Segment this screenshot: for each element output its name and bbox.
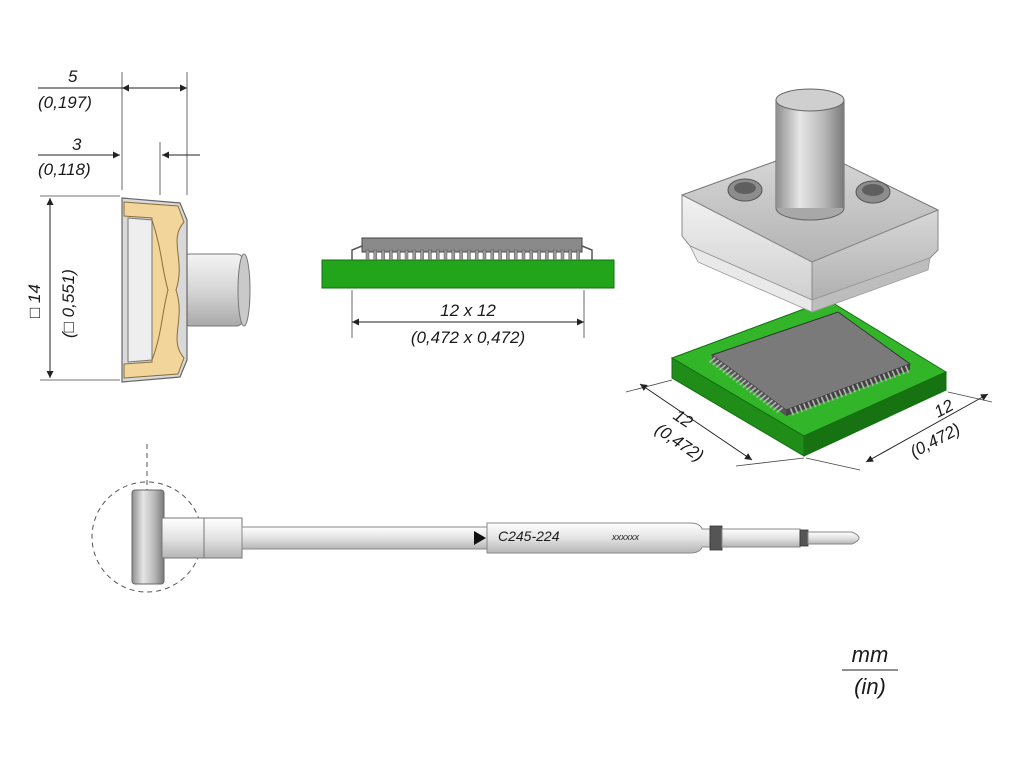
tip-serial: xxxxxx — [611, 532, 640, 542]
units-legend: mm (in) — [842, 642, 898, 699]
component-side-view — [321, 237, 615, 338]
isometric-view — [625, 88, 993, 471]
side-section-view — [38, 72, 251, 383]
width-outer-mm: 5 — [68, 67, 78, 86]
side-right-in: (0,472) — [907, 419, 963, 461]
unit-mm: mm — [852, 642, 889, 667]
width-inner-mm: 3 — [72, 135, 82, 154]
width-outer-in: (0,197) — [38, 93, 92, 112]
side-right-mm: 12 — [931, 396, 957, 422]
height-mm: □ 14 — [25, 284, 44, 318]
unit-in: (in) — [854, 674, 886, 699]
component-size-mm: 12 x 12 — [440, 301, 496, 320]
tip-part-number: C245-224 — [498, 528, 560, 544]
chip-leads — [365, 249, 580, 261]
component-size-in: (0,472 x 0,472) — [411, 328, 525, 347]
tip-long-view — [91, 444, 860, 593]
height-in: (□ 0,551) — [59, 269, 78, 338]
width-inner-in: (0,118) — [38, 160, 91, 179]
